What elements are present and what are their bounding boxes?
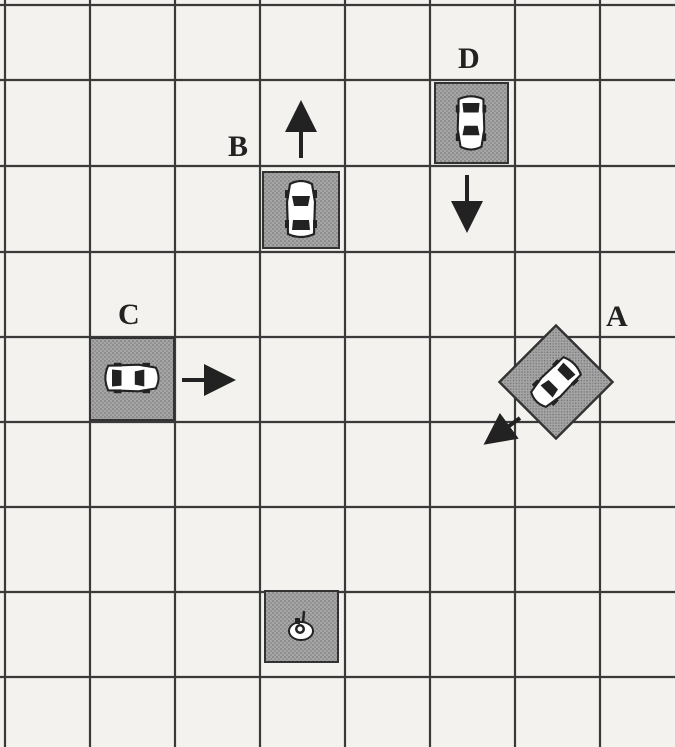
car-icon [105, 363, 158, 393]
unit-c-counter[interactable] [90, 338, 174, 420]
car-icon [456, 96, 486, 149]
unit-d-counter[interactable] [435, 83, 508, 163]
player-counter[interactable] [265, 591, 338, 662]
unit-label-b: B [228, 130, 248, 164]
unit-b-counter[interactable] [263, 172, 339, 248]
unit-label-a: A [606, 300, 628, 334]
unit-label-c: C [118, 298, 140, 332]
car-icon [285, 181, 317, 237]
unit-label-d: D [458, 42, 480, 76]
